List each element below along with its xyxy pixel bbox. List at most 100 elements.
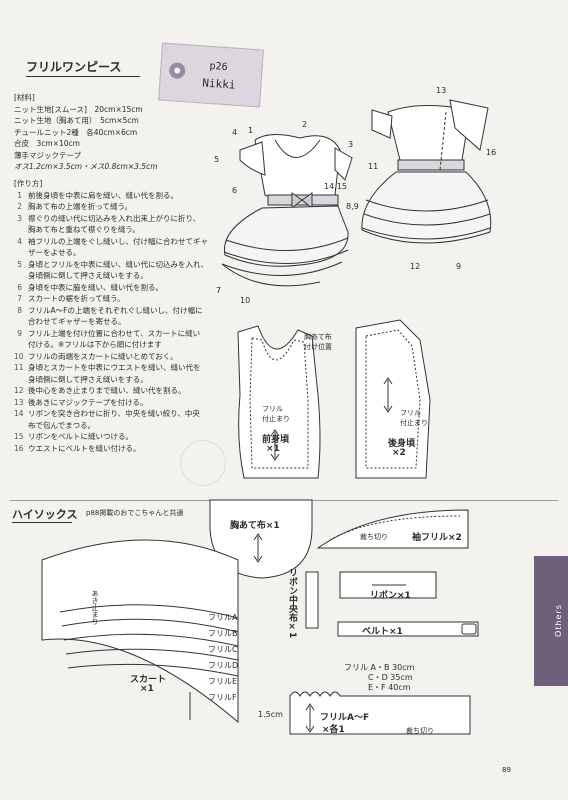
instruction-step: 15 リボンをベルトに縫いつける。 <box>14 431 214 443</box>
step-text: リボンをベルトに縫いつける。 <box>28 432 133 441</box>
step-text: 後あきにマジックテープを付ける。 <box>28 397 148 407</box>
frill-d-label: フリルD <box>208 661 239 670</box>
callout-number: 12 <box>410 262 421 271</box>
step-number: 14 <box>14 409 24 418</box>
callout-number: 5 <box>214 155 220 164</box>
back-bodice-count: ×2 <box>392 448 406 458</box>
step-text: 胸あて布と重ねて襟ぐりを縫う。 <box>28 225 140 234</box>
step-text: スカートの裾を折って縫う。 <box>28 294 125 303</box>
front-bodice-count: ×1 <box>266 444 280 454</box>
step-text: 身頃とスカートを中表にウエストを縫い、縫い代を <box>28 363 201 372</box>
front-frill-label: 付止まり <box>262 415 290 423</box>
front-bodice-pattern <box>237 325 321 479</box>
step-text: 袖フリルの上端をぐし縫いし、付け幅に合わせてギャ <box>28 236 208 246</box>
callout-number: 7 <box>216 286 222 295</box>
step-text: 身頃を中表に脇を縫い、縫い代を割る。 <box>28 282 163 292</box>
ribbon-center-label: リボン中央布×1 <box>287 568 297 639</box>
step-number: 6 <box>17 282 22 292</box>
materials-line: チュールニット2種 各40cm×6cm <box>14 127 138 137</box>
cut-off-label: 裁ち切り <box>360 533 388 541</box>
step-number: 16 <box>14 443 24 453</box>
socks-title: ハイソックス <box>12 508 78 521</box>
materials-line: ニット生地（胸あて用） 5cm×5cm <box>14 116 139 125</box>
dress-back-illustration <box>361 99 492 244</box>
instruction-step: 16 ウエストにベルトを縫い付ける。 <box>14 443 214 455</box>
callout-number: 13 <box>436 86 447 95</box>
frill-piece-label: フリルA〜F <box>320 713 370 723</box>
frill-width-label: 1.5cm <box>258 710 283 719</box>
step-text: 身頃とフリルを中表に縫い、縫い代に切込みを入れ、 <box>28 259 209 269</box>
instruction-step: 8 フリルA〜Fの上端をそれぞれぐし縫いし、付け幅に <box>14 305 214 317</box>
opening-label: あき止まり <box>91 590 99 625</box>
ribbon-label: リボン×1 <box>370 591 411 601</box>
step-number: 9 <box>17 328 22 338</box>
instruction-step: 布で包んでまつる。 <box>14 420 214 432</box>
skirt-pattern <box>41 539 239 724</box>
step-text: ウエストにベルトを縫い付ける。 <box>28 443 141 453</box>
belt-label: ベルト×1 <box>362 627 403 637</box>
cut-off-label: 裁ち切り <box>406 727 434 735</box>
bib-label: 胸あて布×1 <box>230 521 280 531</box>
instruction-step: 12 後中心をあき止まりまで縫い、縫い代を割る。 <box>14 385 214 397</box>
instruction-step: 身頃側に倒して押さえ縫いをする。 <box>14 374 214 386</box>
instruction-step: 胸あて布と重ねて襟ぐりを縫う。 <box>14 224 214 236</box>
instruction-step: 7 スカートの裾を折って縫う。 <box>14 293 214 305</box>
step-text: 前後身頃を中表に肩を縫い、縫い代を割る。 <box>28 190 178 200</box>
ribbon-center-pattern <box>305 571 319 629</box>
page-title: フリルワンピース <box>26 60 122 74</box>
instruction-step: ザーをよせる。 <box>14 247 214 259</box>
step-number: 7 <box>17 294 22 303</box>
instruction-step: 14 リボンを突き合わせに折り、中央を縫い絞り、中央 <box>14 408 214 420</box>
step-number: 4 <box>17 236 22 246</box>
instruction-step: 11 身頃とスカートを中表にウエストを縫い、縫い代を <box>14 362 214 374</box>
step-text: フリルA〜Fの上端をそれぞれぐし縫いし、付け幅に <box>28 305 203 315</box>
callout-number: 10 <box>240 296 251 305</box>
step-text: 布で包んでまつる。 <box>28 420 96 430</box>
callout-number: 3 <box>348 140 354 149</box>
front-bodice-label: 前身頃 <box>262 435 290 445</box>
frill-c-label: フリルC <box>208 645 238 654</box>
step-text: 襟ぐりの縫い代に切込みを入れ出来上がりに折り、 <box>28 213 201 223</box>
step-number: 12 <box>14 386 24 395</box>
step-number: 3 <box>17 213 22 223</box>
callout-number: 16 <box>486 148 497 157</box>
instruction-step: 13 後あきにマジックテープを付ける。 <box>14 397 214 409</box>
step-text: フリルの両端をスカートに縫いとめておく。 <box>28 351 178 361</box>
materials-line: 合皮 3cm×10cm <box>14 139 80 148</box>
callout-number: 6 <box>232 186 238 195</box>
dress-front-illustration <box>221 134 353 287</box>
title-underline <box>26 76 140 77</box>
materials-line: ニット生地[スムース] 20cm×15cm <box>14 104 143 114</box>
front-frill-label: フリル <box>262 405 283 413</box>
side-tab: Others <box>534 556 568 686</box>
step-number: 11 <box>14 363 24 372</box>
frill-piece-count: ×各1 <box>322 725 345 735</box>
step-number: 8 <box>17 305 22 315</box>
step-text: リボンを突き合わせに折り、中央を縫い絞り、中央 <box>28 409 200 418</box>
frill-a-label: フリルA <box>208 613 238 622</box>
sleeve-frill-label: 袖フリル×2 <box>412 533 462 543</box>
step-text: ザーをよせる。 <box>28 248 81 257</box>
step-number: 13 <box>14 397 24 407</box>
step-number: 2 <box>17 202 22 211</box>
back-bodice-label: 後身頃 <box>388 439 416 449</box>
instructions-heading: [作り方] <box>14 179 43 188</box>
callout-number: 8,9 <box>346 202 359 211</box>
step-text: 後中心をあき止まりまで縫い、縫い代を割る。 <box>28 386 186 395</box>
side-tab-label: Others <box>553 604 563 637</box>
instruction-step: 4 袖フリルの上端をぐし縫いし、付け幅に合わせてギャ <box>14 236 214 248</box>
bib-position-label: 胸あて布 <box>304 333 332 341</box>
step-number: 15 <box>14 432 24 441</box>
materials-heading: [材料] <box>14 93 35 102</box>
callout-number: 2 <box>302 120 308 129</box>
frill-size-line: C・D 35cm <box>368 673 413 682</box>
instruction-step: 合わせてギャザーを寄せる。 <box>14 316 214 328</box>
skirt-label: スカート <box>130 675 167 685</box>
